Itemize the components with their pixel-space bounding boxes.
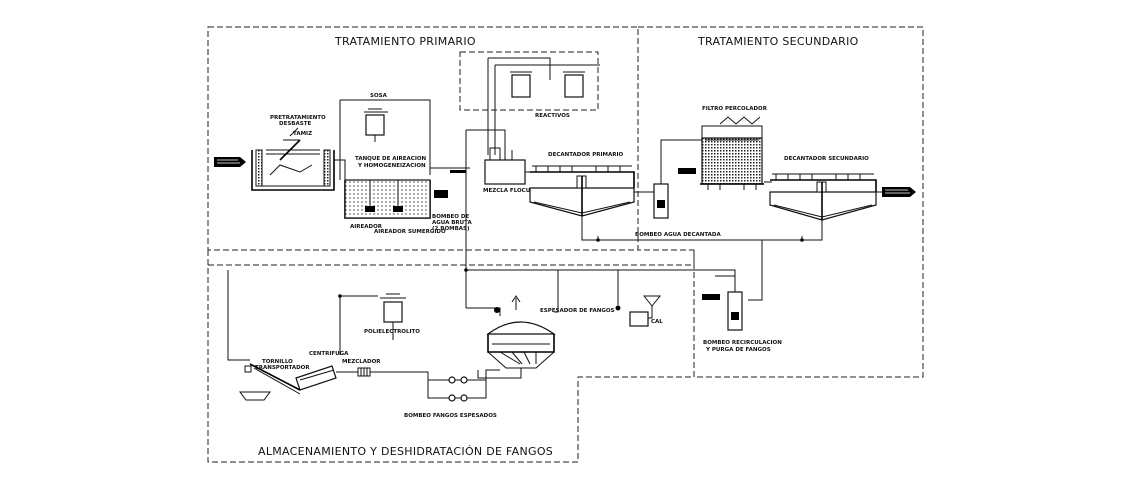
flocculation-label: MEZCLA FLOCULACION	[483, 188, 554, 194]
centrifuge-label: CENTRIFUGA	[309, 351, 349, 357]
decanted-water-pump: BOMBEO AGUA DECANTADA	[635, 139, 721, 238]
lime-label: CAL	[651, 319, 663, 325]
aeration-tank-label-2: Y HOMOGENEIZACION	[357, 163, 426, 169]
raw-pump-label: BOMBEO DE	[432, 214, 469, 220]
aeration-tank-label: TANQUE DE AIREACION	[355, 156, 427, 162]
recirc-label-2: Y PURGA DE FANGOS	[705, 347, 771, 353]
submerged-aerator-label: AIREADOR SUMERGIDO	[374, 229, 446, 235]
sludge-thickener: ESPESADOR DE FANGOS	[466, 295, 615, 379]
flocculation-unit: MEZCLA FLOCULACION	[465, 129, 554, 308]
centrifuge-unit: CENTRIFUGA TORNILLO TRANSPORTADOR MEZCLA…	[227, 270, 440, 401]
aeration-tank: TANQUE DE AIREACION Y HOMOGENEIZACION AI…	[344, 156, 446, 235]
reagents-unit: REACTIVOS	[459, 51, 600, 155]
raw-water-pumping: BOMBEO DE AGUA BRUTA (2 BOMBAS)	[430, 167, 472, 232]
decanted-pump-label: BOMBEO AGUA DECANTADA	[635, 232, 721, 238]
raw-pump-label-3: (2 BOMBAS)	[432, 226, 470, 232]
primary-clarifier: DECANTADOR PRIMARIO	[529, 152, 810, 241]
section-title-sludge: ALMACENAMIENTO Y DESHIDRATACIÓN DE FANGO…	[258, 445, 553, 458]
inlet-arrow	[214, 157, 246, 167]
mixer-label: MEZCLADOR	[342, 359, 381, 365]
section-boundaries	[207, 26, 924, 463]
screw-label-2: TRANSPORTADOR	[255, 365, 310, 371]
pretreatment-unit: PRETRATAMIENTO DESBASTE TAMIZ	[251, 115, 346, 191]
aerator-label: AIREADOR	[350, 224, 383, 230]
secondary-clarifier-label: DECANTADOR SECUNDARIO	[784, 156, 869, 162]
section-title-primary: TRATAMIENTO PRIMARIO	[334, 35, 476, 48]
screen-label: TAMIZ	[293, 131, 312, 137]
primary-clarifier-label: DECANTADOR PRIMARIO	[548, 152, 624, 158]
secondary-clarifier: DECANTADOR SECUNDARIO	[748, 156, 882, 301]
connection-pipes	[338, 236, 804, 298]
polyelectrolyte-dosing: POLIELECTROLITO	[339, 293, 420, 355]
soda-dosing: SOSA	[339, 93, 431, 180]
reagents-label: REACTIVOS	[535, 113, 570, 119]
raw-pump-label-2: AGUA BRUTA	[432, 220, 472, 226]
pretreatment-label-2: DESBASTE	[279, 121, 311, 127]
outlet-arrow	[882, 187, 916, 197]
trickling-filter: FILTRO PERCOLADOR	[700, 106, 772, 190]
recirc-label: BOMBEO RECIRCULACION	[703, 340, 782, 346]
thickened-sludge-pumps: BOMBEO FANGOS ESPESADOS	[404, 369, 500, 419]
thickened-pump-label: BOMBEO FANGOS ESPESADOS	[404, 413, 497, 419]
polyelectrolyte-label: POLIELECTROLITO	[364, 329, 420, 335]
trickling-filter-label: FILTRO PERCOLADOR	[702, 106, 768, 112]
recirculation-pump: BOMBEO RECIRCULACION Y PURGA DE FANGOS	[466, 269, 782, 353]
screw-label: TORNILLO	[262, 359, 293, 365]
thickener-label: ESPESADOR DE FANGOS	[540, 308, 615, 314]
pretreatment-label: PRETRATAMIENTO	[270, 115, 326, 121]
section-title-secondary: TRATAMIENTO SECUNDARIO	[697, 35, 859, 48]
soda-label: SOSA	[370, 93, 388, 99]
lime-dosing: CAL	[554, 270, 663, 327]
